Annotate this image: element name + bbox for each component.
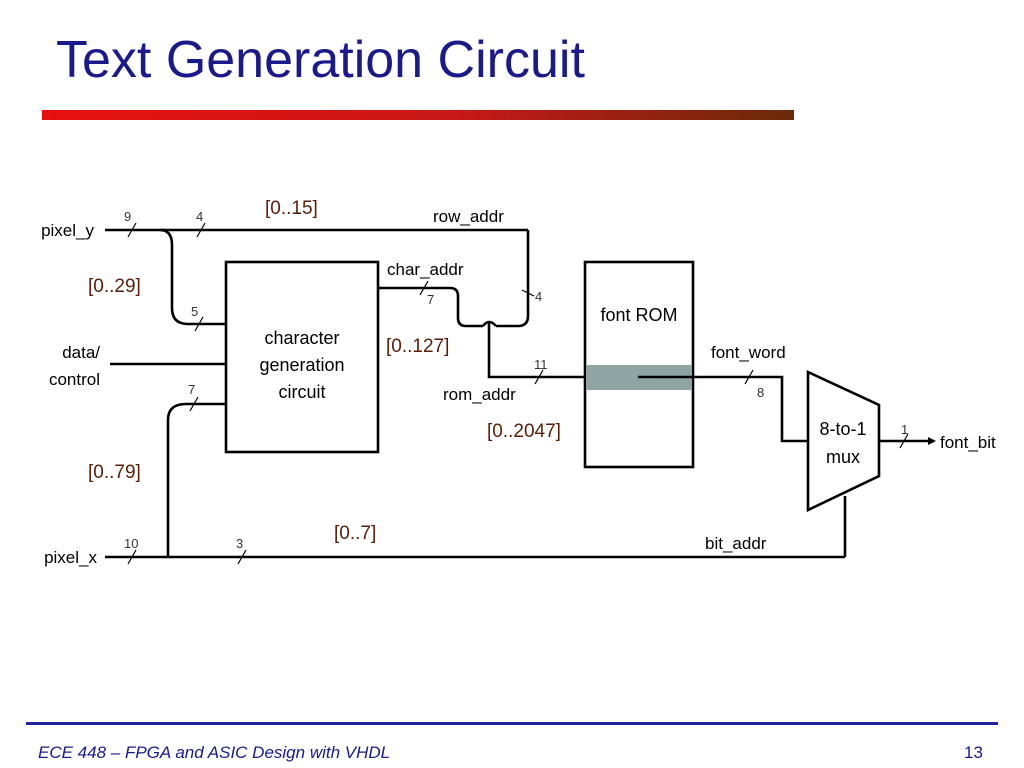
font-bit-arrowhead	[928, 437, 936, 445]
width-font-word: 8	[757, 385, 764, 400]
title-underline	[42, 110, 794, 120]
wire-font-word	[693, 375, 808, 443]
width-char-addr: 7	[427, 292, 434, 307]
signal-font-bit: font_bit	[940, 433, 996, 452]
hatch-row-addr-in	[521, 289, 535, 297]
signal-data: data/	[62, 343, 100, 362]
wire-pixel-x-to-char-gen	[166, 402, 226, 557]
hatch-rom-addr	[534, 369, 544, 385]
font-rom-label: font ROM	[600, 305, 677, 325]
slide-title: Text Generation Circuit	[56, 31, 585, 89]
signal-bit-addr: bit_addr	[705, 534, 767, 553]
range-x-char: [0..79]	[88, 462, 141, 483]
wire-row-addr-down	[496, 230, 530, 328]
page-number: 13	[964, 743, 983, 762]
mux-block	[806, 369, 881, 513]
signal-row-addr: row_addr	[433, 207, 504, 226]
mux-label-1: 8-to-1	[819, 419, 866, 439]
char-gen-label-2: generation	[259, 355, 344, 375]
wire-rom-addr	[487, 322, 585, 379]
width-pixel-y: 9	[124, 209, 131, 224]
hatch-pixel-x-char	[189, 396, 199, 412]
signal-control: control	[49, 370, 100, 389]
range-bit: [0..7]	[334, 523, 376, 544]
hatch-char-addr	[419, 280, 429, 296]
width-pixel-x: 10	[124, 536, 138, 551]
hatch-row-addr	[196, 222, 206, 238]
signal-font-word: font_word	[711, 343, 786, 362]
hatch-font-bit	[899, 433, 909, 449]
char-gen-label-3: circuit	[278, 382, 325, 402]
width-row-addr: 4	[196, 209, 203, 224]
signal-pixel-x: pixel_x	[44, 548, 97, 567]
font-rom-block	[583, 260, 695, 469]
hatch-pixel-y-char	[194, 316, 204, 332]
hatch-pixel-y	[127, 222, 137, 238]
footer-divider	[26, 722, 998, 725]
signal-rom-addr: rom_addr	[443, 385, 516, 404]
width-row-addr-in: 4	[535, 289, 542, 304]
range-row: [0..15]	[265, 198, 318, 219]
range-rom-addr: [0..2047]	[487, 421, 561, 442]
wire-pixel-y-to-char-gen	[159, 228, 226, 326]
width-rom-addr: 11	[534, 357, 548, 372]
char-gen-label-1: character	[264, 328, 339, 348]
signal-char-addr: char_addr	[387, 260, 464, 279]
width-bit-addr: 3	[236, 536, 243, 551]
width-pixel-y-char: 5	[191, 304, 198, 319]
hatch-bit-addr	[237, 549, 247, 565]
range-char-addr: [0..127]	[386, 336, 449, 357]
wire-char-addr	[378, 286, 483, 328]
char-gen-block	[224, 260, 380, 454]
mux-label-2: mux	[826, 447, 860, 467]
hatch-font-word	[744, 369, 754, 385]
footer-course-title: ECE 448 – FPGA and ASIC Design with VHDL	[38, 743, 391, 762]
range-y-char: [0..29]	[88, 276, 141, 297]
hatch-pixel-x	[127, 549, 137, 565]
width-font-bit: 1	[901, 422, 908, 437]
signal-pixel-y: pixel_y	[41, 221, 94, 240]
width-pixel-x-char: 7	[188, 382, 195, 397]
